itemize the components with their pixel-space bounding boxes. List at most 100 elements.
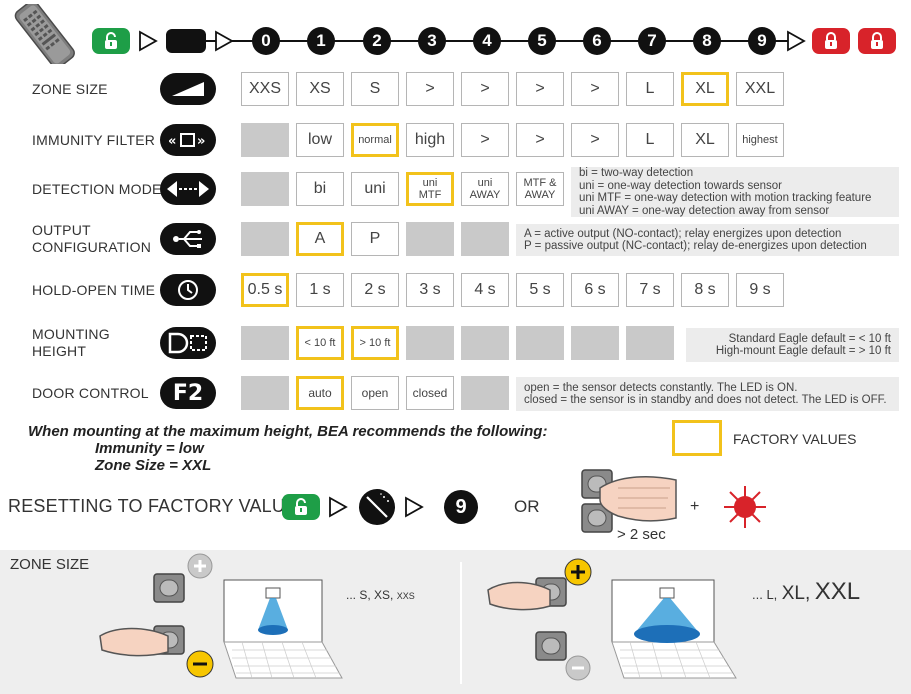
f2-icon[interactable]: F2 [160,377,216,409]
setting-cell[interactable]: auto [296,376,344,410]
setting-cell[interactable]: A [296,222,344,256]
row-note-line: Standard Eagle default = < 10 ft [728,332,891,345]
setting-cell-empty [461,222,509,256]
unlock-button[interactable] [92,28,130,54]
lock-button[interactable] [858,28,896,54]
row-note-line: P = passive output (NC-contact); relay d… [524,240,867,252]
arrow-right-icon [139,30,158,52]
unlock-button[interactable] [282,494,320,520]
setting-cell[interactable]: open [351,376,399,410]
setting-cell[interactable]: normal [351,123,399,157]
setting-cell[interactable]: > [461,72,509,106]
zone-size-ramp-icon[interactable] [160,73,216,105]
setting-cell[interactable]: 4 s [461,273,509,307]
setting-cell[interactable]: MTF &AWAY [516,172,564,206]
setting-cell[interactable]: 3 s [406,273,454,307]
small-detection-zone-graphic [223,579,343,679]
decrease-zone-illustration [99,553,214,678]
sequence-number-2: 2 [363,27,391,55]
arrow-right-icon [405,496,424,518]
reset-or: OR [514,497,540,516]
recommendation-immunity: Immunity = low [95,440,204,457]
setting-cell[interactable]: > [516,123,564,157]
setting-cell[interactable]: > [516,72,564,106]
lock-button[interactable] [812,28,850,54]
black-button[interactable] [166,29,206,53]
setting-cell-line: AWAY [524,189,556,201]
reset-label: RESETTING TO FACTORY VALUES: [8,496,315,516]
setting-cell[interactable]: highest [736,123,784,157]
clock-icon[interactable] [160,274,216,306]
setting-cell[interactable]: XXS [241,72,289,106]
setting-cell[interactable]: 5 s [516,273,564,307]
row-note: A = active output (NO-contact); relay en… [516,224,899,256]
large-detection-zone-graphic [611,579,737,679]
setting-cell[interactable]: bi [296,172,344,206]
arrow-right-icon [329,496,348,518]
setting-cell[interactable]: XL [681,72,729,106]
setting-cell-empty [406,326,454,360]
hold-duration: > 2 sec [617,526,666,543]
row-label-line: DOOR CONTROL [32,384,149,401]
setting-cell[interactable]: 6 s [571,273,619,307]
setting-cell[interactable]: 9 s [736,273,784,307]
setting-cell[interactable]: P [351,222,399,256]
setting-cell[interactable]: 0.5 s [241,273,289,307]
setting-cell[interactable]: XXL [736,72,784,106]
detection-mode-arrows-icon[interactable] [160,173,216,205]
setting-cell-line: MTF & [523,177,557,189]
red-led-flash-icon [724,486,766,528]
row-label-line: DETECTION MODE [32,180,162,197]
setting-cell[interactable]: high [406,123,454,157]
setting-cell-empty [241,123,289,157]
setting-cell[interactable]: L [626,72,674,106]
setting-cell[interactable]: 2 s [351,273,399,307]
setting-cell[interactable]: > [406,72,454,106]
setting-cell[interactable]: 8 s [681,273,729,307]
zone-size-panel [0,550,911,694]
setting-cell-empty [406,222,454,256]
setting-cell[interactable]: < 10 ft [296,326,344,360]
row-label-line: HEIGHT [32,343,87,359]
row-note-line: High-mount Eagle default = > 10 ft [715,345,891,357]
setting-cell-empty [241,376,289,410]
setting-cell[interactable]: > [571,123,619,157]
row-label-line: OUTPUT [32,222,91,238]
setting-cell-empty [461,326,509,360]
increase-zone-illustration [487,558,592,681]
row-label-line: CONFIGURATION [32,239,152,255]
output-configuration-icon[interactable] [160,223,216,255]
mounting-height-icon[interactable] [160,327,216,359]
setting-cell[interactable]: uni [351,172,399,206]
setting-cell[interactable]: > 10 ft [351,326,399,360]
setting-cell[interactable]: S [351,72,399,106]
immunity-filter-icon[interactable]: «» [160,124,216,156]
setting-cell[interactable]: XS [296,72,344,106]
setting-cell[interactable]: XL [681,123,729,157]
setting-cell[interactable]: L [626,123,674,157]
row-note-line: bi = two-way detection [579,167,694,179]
setting-cell-line: AWAY [469,189,501,201]
setting-cell[interactable]: closed [406,376,454,410]
row-note-line: open = the sensor detects constantly. Th… [524,381,798,394]
setting-cell[interactable]: > [571,72,619,106]
unlock-icon [105,32,117,49]
lock-icon [871,32,883,49]
sequence-number-4: 4 [473,27,501,55]
setting-cell-empty [571,326,619,360]
row-label: IMMUNITY FILTER [32,132,155,149]
setting-cell-empty [241,172,289,206]
setting-cell-empty [241,326,289,360]
sequence-number-9: 9 [748,27,776,55]
svg-text:«: « [168,134,176,149]
setting-cell[interactable]: low [296,123,344,157]
hand-pressing-buttons-icon [581,469,677,533]
setting-cell[interactable]: > [461,123,509,157]
setting-cell[interactable]: 7 s [626,273,674,307]
sequence-number-3: 3 [418,27,446,55]
row-note-line: uni MTF = one-way detection with motion … [579,192,872,204]
f2-label: F2 [172,380,204,406]
setting-cell[interactable]: 1 s [296,273,344,307]
